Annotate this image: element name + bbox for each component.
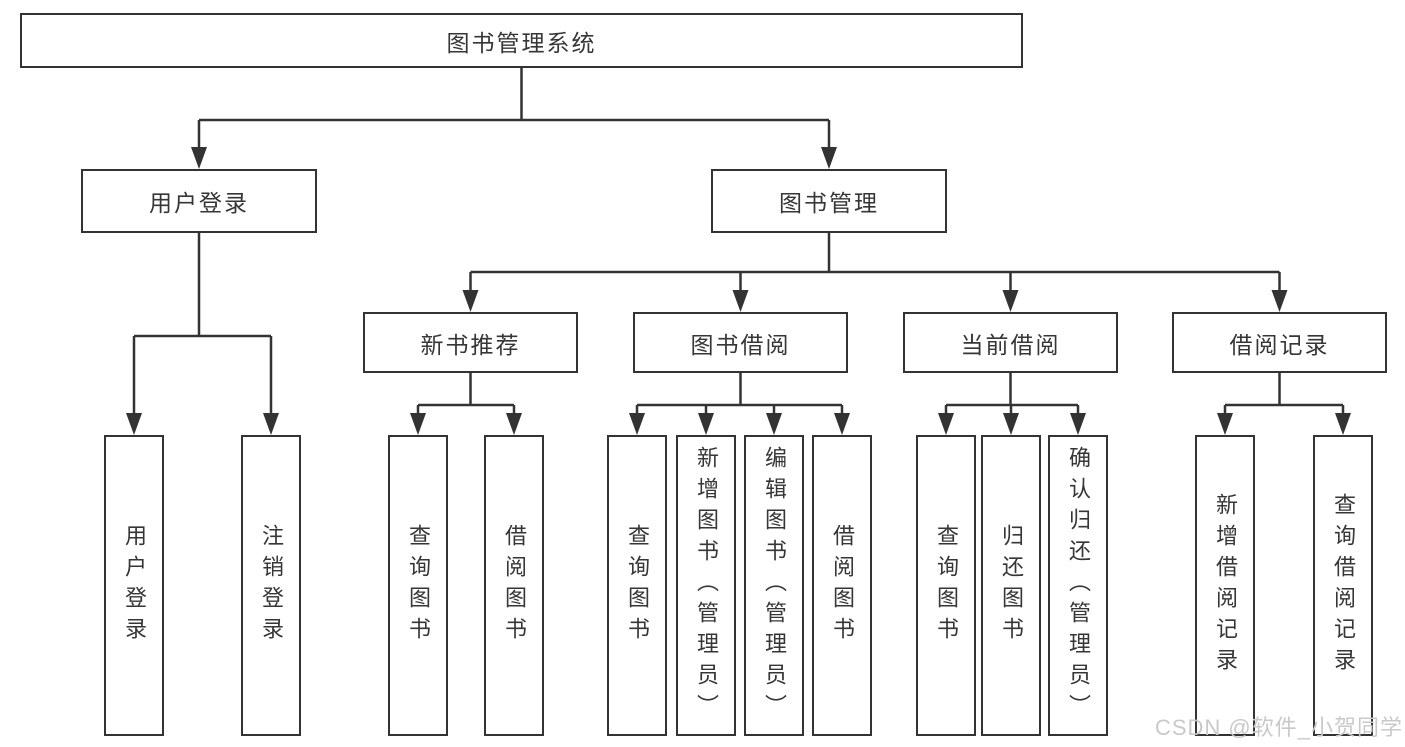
leaf-records-query-borrow-record: 查询借阅记录 <box>1313 435 1373 736</box>
node-user-login: 用户登录 <box>81 169 317 233</box>
leaf-label: 编辑图书（管理员） <box>762 446 787 725</box>
node-book-borrowing: 图书借阅 <box>633 312 848 373</box>
leaf-borrowing-query-books: 查询图书 <box>607 435 667 736</box>
leaf-label: 借阅图书 <box>830 523 855 648</box>
node-label: 当前借阅 <box>960 331 1061 358</box>
leaf-recommend-query-books: 查询图书 <box>388 435 448 736</box>
node-borrowing-records: 借阅记录 <box>1172 312 1387 373</box>
node-root: 图书管理系统 <box>20 13 1023 68</box>
leaf-label: 查询借阅记录 <box>1331 492 1356 679</box>
leaf-label: 确认归还（管理员） <box>1066 446 1091 725</box>
leaf-borrowing-edit-books-admin: 编辑图书（管理员） <box>744 435 804 736</box>
leaf-borrowing-add-books-admin: 新增图书（管理员） <box>676 435 736 736</box>
node-book-management: 图书管理 <box>711 169 947 233</box>
node-label: 新书推荐 <box>420 331 521 358</box>
node-current-borrowing: 当前借阅 <box>903 312 1118 373</box>
csdn-watermark: CSDN @软件_小贺同学 <box>1154 715 1403 740</box>
leaf-label: 用户登录 <box>122 523 147 648</box>
leaf-current-return-books: 归还图书 <box>981 435 1041 736</box>
leaf-label: 归还图书 <box>999 523 1024 648</box>
leaf-label: 新增图书（管理员） <box>694 446 719 725</box>
leaf-label: 借阅图书 <box>502 523 527 648</box>
node-label: 图书管理 <box>779 190 879 216</box>
leaf-current-confirm-return-admin: 确认归还（管理员） <box>1048 435 1108 736</box>
leaf-label: 新增借阅记录 <box>1213 492 1238 679</box>
leaf-label: 查询图书 <box>625 523 650 648</box>
node-label: 借阅记录 <box>1229 331 1330 358</box>
leaf-current-query-books: 查询图书 <box>916 435 976 736</box>
node-label: 用户登录 <box>149 190 249 216</box>
leaf-label: 注销登录 <box>259 523 284 648</box>
leaf-label: 查询图书 <box>934 523 959 648</box>
leaf-recommend-borrow-books: 借阅图书 <box>484 435 544 736</box>
node-label: 图书借阅 <box>690 331 791 358</box>
leaf-borrowing-borrow-books: 借阅图书 <box>812 435 872 736</box>
leaf-user-login: 用户登录 <box>104 435 164 736</box>
node-new-book-recommendation: 新书推荐 <box>363 312 578 373</box>
leaf-label: 查询图书 <box>406 523 431 648</box>
leaf-records-add-borrow-record: 新增借阅记录 <box>1195 435 1255 736</box>
leaf-logout: 注销登录 <box>241 435 301 736</box>
node-label: 图书管理系统 <box>446 29 597 56</box>
